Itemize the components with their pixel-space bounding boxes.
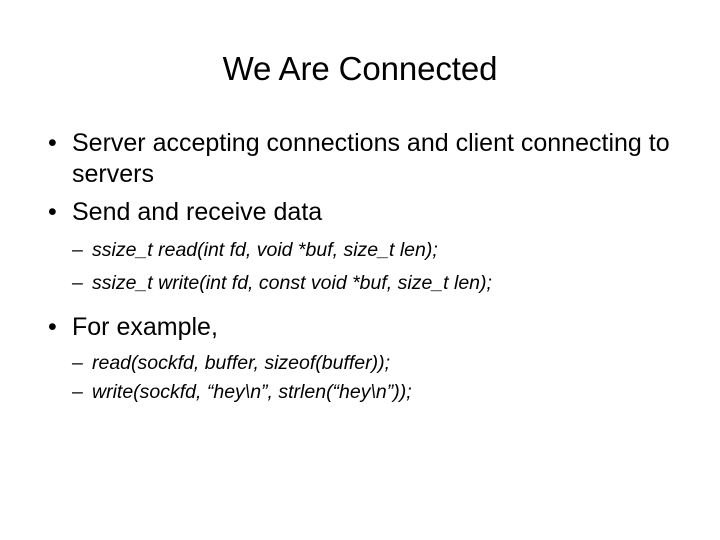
sub-bullet-text: ssize_t read(int fd, void *buf, size_t l… bbox=[92, 239, 438, 261]
dash-bullet-icon: – bbox=[72, 381, 83, 403]
dash-bullet-icon: – bbox=[72, 352, 83, 374]
bullet-text: Send and receive data bbox=[72, 198, 323, 226]
sub-bullet-item: – ssize_t read(int fd, void *buf, size_t… bbox=[40, 234, 688, 267]
sub-bullet-text: read(sockfd, buffer, sizeof(buffer)); bbox=[92, 352, 391, 374]
bullet-dot-icon: • bbox=[48, 198, 57, 226]
sub-bullet-text: ssize_t write(int fd, const void *buf, s… bbox=[92, 272, 492, 294]
spacer bbox=[40, 190, 688, 197]
bullet-dot-icon: • bbox=[48, 313, 57, 341]
sub-bullet-item: – read(sockfd, buffer, sizeof(buffer)); bbox=[40, 349, 688, 378]
bullet-item: • Send and receive data bbox=[40, 197, 688, 228]
spacer bbox=[40, 300, 688, 312]
dash-bullet-icon: – bbox=[72, 239, 83, 261]
bullet-item: • For example, bbox=[40, 312, 688, 343]
slide-body: • Server accepting connections and clien… bbox=[40, 128, 688, 407]
bullet-text: Server accepting connections and client … bbox=[72, 129, 670, 188]
bullet-dot-icon: • bbox=[48, 129, 57, 157]
sub-bullet-item: – ssize_t write(int fd, const void *buf,… bbox=[40, 267, 688, 300]
page-title: We Are Connected bbox=[222, 50, 498, 87]
sub-bullet-item: – write(sockfd, “hey\n”, strlen(“hey\n”)… bbox=[40, 378, 688, 407]
sub-bullet-text: write(sockfd, “hey\n”, strlen(“hey\n”)); bbox=[92, 381, 412, 403]
dash-bullet-icon: – bbox=[72, 272, 83, 294]
bullet-item: • Server accepting connections and clien… bbox=[40, 128, 688, 190]
bullet-text: For example, bbox=[72, 313, 218, 341]
